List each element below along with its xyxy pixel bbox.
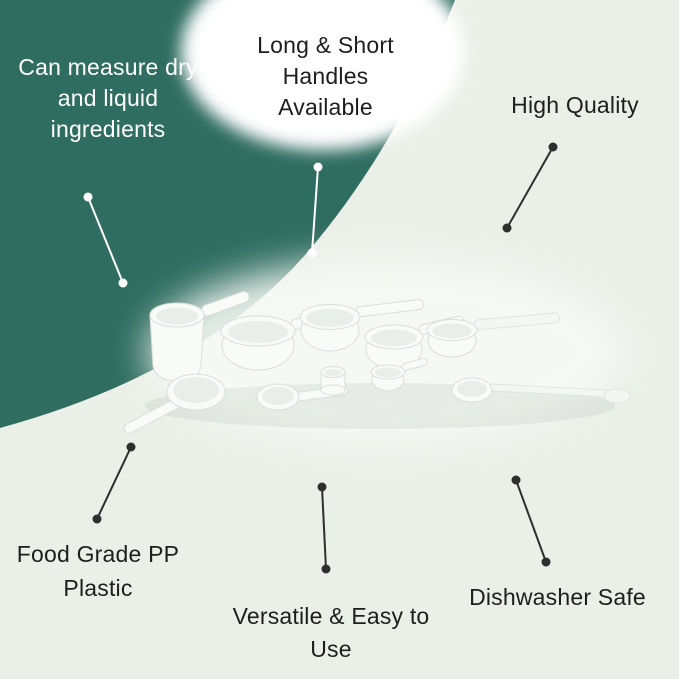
label-top-left-line2: and liquid	[57, 85, 159, 111]
measuring-spoon-long	[451, 377, 631, 404]
label-top-left-line3: ingredients	[50, 116, 166, 142]
measuring-cup-3	[299, 299, 425, 352]
label-top-center-line2: Handles	[282, 63, 369, 89]
connector-top-right	[502, 142, 558, 233]
label-bottom-center-line2: Use	[310, 636, 352, 662]
label-bottom-right-line1: Dishwasher Safe	[469, 584, 646, 610]
measuring-scoop	[123, 373, 226, 434]
measuring-spoon-2	[320, 366, 346, 396]
connector-top-center	[307, 162, 323, 258]
label-top-center-line3: Available	[278, 94, 373, 120]
label-top-right-line1: High Quality	[511, 92, 639, 118]
label-top-center: Long & Short Handles Available	[228, 30, 423, 123]
product-photo-measuring-set	[123, 290, 631, 434]
label-bottom-center-line1: Versatile & Easy to	[232, 603, 430, 629]
label-bottom-right: Dishwasher Safe	[440, 582, 675, 613]
measuring-cup-5	[426, 312, 561, 358]
measuring-spoon-1	[256, 383, 349, 411]
connector-bottom-left	[92, 442, 136, 524]
label-top-center-line1: Long & Short	[257, 32, 394, 58]
measuring-spoon-3	[370, 357, 428, 392]
connector-top-left	[83, 192, 128, 288]
measuring-cup-2	[220, 308, 339, 371]
label-bottom-left: Food Grade PP Plastic	[0, 537, 196, 605]
label-bottom-left-line1: Food Grade PP	[16, 541, 180, 567]
label-top-left-line1: Can measure dry	[18, 54, 198, 80]
white-highlight-blob	[181, 0, 465, 150]
label-top-right: High Quality	[468, 90, 679, 121]
label-top-left: Can measure dry and liquid ingredients	[2, 52, 214, 145]
connector-bottom-center	[317, 482, 331, 574]
connector-bottom-right	[511, 475, 551, 567]
label-bottom-center: Versatile & Easy to Use	[216, 600, 446, 666]
label-bottom-left-line2: Plastic	[63, 575, 133, 601]
